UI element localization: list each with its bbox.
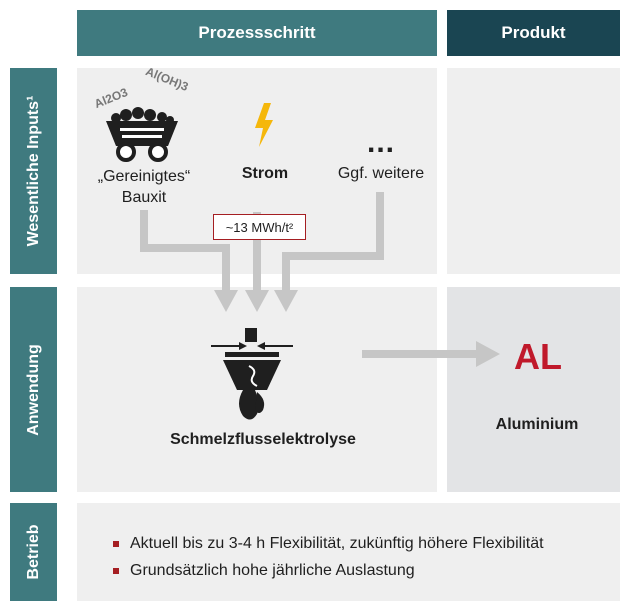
lightning-icon <box>255 103 273 147</box>
more-inputs-ellipsis: ... <box>366 126 395 159</box>
header-product: Produkt <box>447 10 620 56</box>
product-inputs-panel <box>447 68 620 274</box>
row-label-application: Anwendung <box>10 287 57 492</box>
product-flow-arrowhead <box>476 341 500 367</box>
power-consumption-box: ~13 MWh/t² <box>213 214 306 240</box>
bullet-item: Aktuell bis zu 3-4 h Flexibilität, zukün… <box>113 530 613 557</box>
process-name: Schmelzflusselektrolyse <box>170 431 356 448</box>
bullet-item: Grundsätzlich hohe jährliche Auslastung <box>113 557 613 584</box>
bauxite-flow-line <box>140 210 230 290</box>
more-inputs-label: Ggf. weitere <box>337 165 425 182</box>
bauxite-label-line1: „Gereinigtes“ <box>97 168 191 185</box>
bullet-text: Aktuell bis zu 3-4 h Flexibilität, zukün… <box>130 535 544 552</box>
mine-cart-icon <box>106 107 178 162</box>
bullet-marker <box>113 567 119 574</box>
operation-panel <box>77 503 620 601</box>
product-panel <box>447 287 620 492</box>
more-flow-arrowhead <box>274 290 298 312</box>
row-label-inputs: Wesentliche Inputs¹ <box>10 68 57 274</box>
power-flow-arrowhead <box>245 290 269 312</box>
header-process-step: Prozessschritt <box>77 10 437 56</box>
header-product-label: Produkt <box>501 23 566 42</box>
bullet-text: Grundsätzlich hohe jährliche Auslastung <box>130 562 415 579</box>
bullet-marker <box>113 540 119 547</box>
more-flow-line <box>282 192 384 290</box>
bauxite-label-line2: Bauxit <box>121 189 167 206</box>
product-symbol: AL <box>514 336 562 377</box>
power-label: Strom <box>241 165 289 182</box>
bauxite-label: „Gereinigtes“ Bauxit <box>76 166 212 208</box>
bauxite-flow-arrowhead <box>214 290 238 312</box>
electrolysis-cell-icon <box>211 328 293 420</box>
product-name: Aluminium <box>495 416 579 433</box>
header-process-label: Prozessschritt <box>198 23 316 42</box>
row-label-operation: Betrieb <box>10 503 57 601</box>
power-consumption-value: ~13 MWh/t² <box>225 219 294 235</box>
operation-bullets: Aktuell bis zu 3-4 h Flexibilität, zukün… <box>113 530 613 584</box>
